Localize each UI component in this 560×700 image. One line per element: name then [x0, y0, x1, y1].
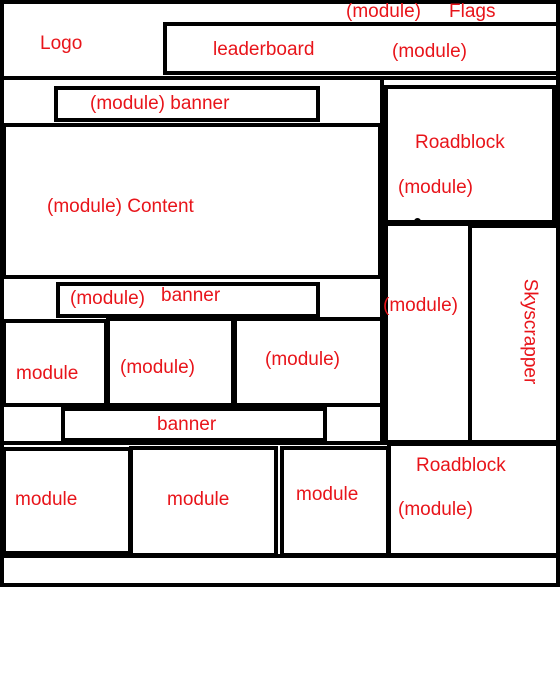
- mid-banner-module: [56, 282, 320, 318]
- top-banner-label: (module) banner: [90, 93, 230, 114]
- flags-label: Flags: [449, 1, 496, 22]
- roadblock-top-title: Roadblock: [415, 132, 505, 153]
- bottom-banner-module: [61, 407, 327, 442]
- module-row1-3-label: (module): [265, 349, 340, 370]
- lower-section-divider: [0, 441, 560, 445]
- roadblock-top-module: [384, 85, 556, 224]
- module-row2-3: [280, 446, 390, 557]
- skyscraper-module: [468, 224, 560, 444]
- side-module-label: (module): [383, 295, 458, 316]
- leaderboard-module: [163, 22, 560, 75]
- top-banner-module: [54, 86, 320, 122]
- mid-banner-label: banner: [161, 285, 221, 306]
- connector-dot: [414, 218, 421, 225]
- module-row1-3: [233, 317, 384, 407]
- roadblock-bottom-module-label: (module): [398, 499, 473, 520]
- frame-bottom-border: [0, 583, 560, 587]
- logo-label: Logo: [40, 33, 83, 54]
- module-row1-2-label: (module): [120, 357, 195, 378]
- content-label: (module) Content: [47, 196, 194, 217]
- bottom-banner-label: banner: [157, 414, 217, 435]
- module-row2-3-label: module: [296, 484, 359, 505]
- leaderboard-label: leaderboard: [213, 39, 315, 60]
- roadblock-bottom-title: Roadblock: [416, 455, 506, 476]
- skyscraper-label: Skyscrapper: [519, 278, 541, 385]
- module-row1-2: [106, 317, 235, 407]
- mid-banner-prefix: (module): [70, 288, 145, 309]
- module-row2-1-label: module: [15, 489, 78, 510]
- left-column-right-border: [380, 80, 384, 444]
- module-row1-1-label: module: [16, 363, 79, 384]
- content-module: [2, 123, 382, 279]
- roadblock-bottom-module: [387, 442, 560, 557]
- flags-module-label: (module): [346, 1, 421, 22]
- side-module: [384, 222, 472, 444]
- module-row2-2: [129, 446, 278, 557]
- module-row1-1: [2, 319, 108, 407]
- leaderboard-module-label: (module): [392, 41, 467, 62]
- module-row2-2-label: module: [167, 489, 230, 510]
- roadblock-top-module-label: (module): [398, 177, 473, 198]
